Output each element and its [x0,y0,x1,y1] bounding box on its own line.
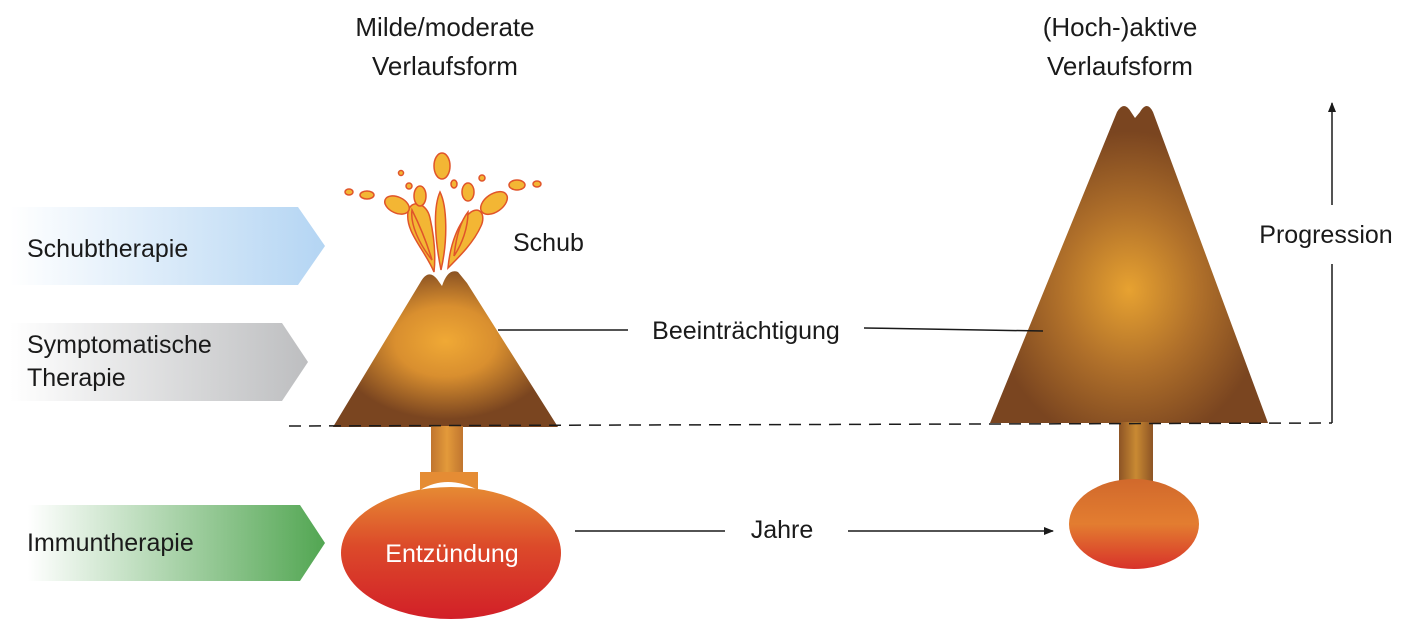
inflammation-label: Entzündung [385,540,518,568]
active-volcano [990,106,1268,569]
eruption-lava-drops [344,152,542,273]
immunotherapy-label: Immuntherapie [27,529,194,557]
symptomatic-therapy-label-line2: Therapie [27,364,126,392]
progression-label: Progression [1259,221,1392,249]
inflammation-magma-chamber [341,487,561,619]
mild-course-heading-line2: Verlaufsform [372,51,518,81]
relapse-event-label: Schub [513,229,584,257]
relapse-therapy-label: Schubtherapie [27,235,188,263]
mild-volcano [333,271,561,619]
symptomatic-therapy-arrow: Symptomatische Therapie [10,323,308,401]
impairment-connector-right [863,327,1044,332]
active-course-heading-line1: (Hoch-)aktive [1043,12,1198,42]
active-magma-chamber [1069,479,1199,569]
immunotherapy-arrow: Immuntherapie [27,505,325,581]
active-course-heading-line2: Verlaufsform [1047,51,1193,81]
years-label: Jahre [751,516,814,544]
relapse-therapy-arrow: Schubtherapie [10,207,325,285]
impairment-label: Beeinträchtigung [652,317,840,345]
mild-course-heading-line1: Milde/moderate [355,12,534,42]
baseline-dashed-line [288,422,1333,427]
symptomatic-therapy-label-line1: Symptomatische [27,331,212,359]
